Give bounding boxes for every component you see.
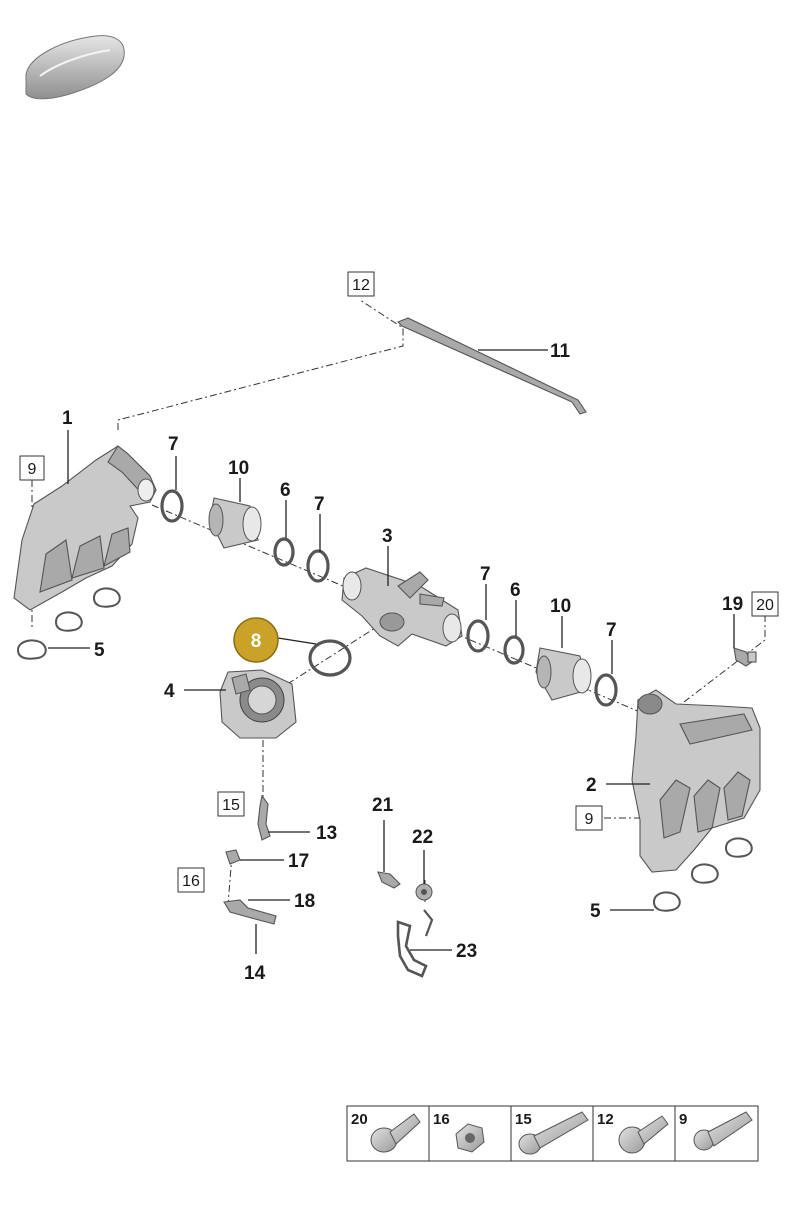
sleeve-10-a — [208, 497, 262, 549]
svg-text:20: 20 — [351, 1111, 368, 1128]
sleeve-10-b — [535, 647, 592, 701]
leader-lines — [48, 349, 735, 954]
gasket-5-right — [652, 837, 753, 912]
svg-text:15: 15 — [222, 797, 240, 814]
fastener-16: 16 — [433, 1111, 485, 1153]
clip-part-17 — [225, 849, 241, 865]
svg-text:20: 20 — [756, 597, 774, 614]
callout-18: 18 — [294, 891, 315, 912]
o-ring-7-b — [306, 549, 330, 583]
sensor-part-21 — [377, 871, 401, 889]
o-ring-7-a — [160, 489, 184, 523]
vehicle-icon — [25, 35, 125, 100]
boxed-ref-20: 20 — [751, 591, 779, 617]
bracket-part-13 — [257, 794, 271, 841]
boxed-ref-9: 9 — [19, 455, 45, 481]
svg-text:16: 16 — [182, 873, 200, 890]
fastener-15: 15 — [515, 1111, 589, 1155]
o-ring-6-a — [273, 537, 295, 567]
o-ring-7-c — [466, 619, 490, 653]
callout-23: 23 — [456, 941, 477, 962]
callout-19: 19 — [722, 594, 743, 615]
svg-text:12: 12 — [597, 1111, 614, 1128]
fastener-9: 9 — [679, 1111, 753, 1151]
callout-labels: 1 7 10 6 7 3 11 7 6 10 7 19 4 5 2 5 13 1… — [62, 341, 743, 984]
svg-text:12: 12 — [352, 277, 370, 294]
callout-7: 7 — [480, 564, 491, 585]
callout-6: 6 — [280, 480, 291, 501]
callout-10: 10 — [228, 458, 249, 479]
highlight-badge[interactable] — [233, 617, 279, 663]
callout-10: 10 — [550, 596, 571, 617]
o-ring-7-d — [594, 673, 618, 707]
sensor-part-19 — [733, 647, 757, 667]
left-intake-manifold — [13, 445, 157, 611]
callout-7: 7 — [314, 494, 325, 515]
callout-2: 2 — [586, 775, 597, 796]
callout-1: 1 — [62, 408, 73, 429]
fastener-12: 12 — [597, 1111, 669, 1154]
callout-5: 5 — [590, 901, 601, 922]
boxed-ref-15: 15 — [217, 791, 245, 817]
callout-13: 13 — [316, 823, 337, 844]
svg-text:9: 9 — [585, 811, 594, 828]
right-intake-manifold — [631, 689, 761, 873]
callout-3: 3 — [382, 526, 393, 547]
callout-11: 11 — [550, 341, 571, 362]
hose-part-14 — [223, 899, 277, 925]
rod-part-11 — [397, 317, 587, 415]
distributor-part-3 — [341, 567, 463, 647]
boxed-references: 12 9 20 15 16 9 — [19, 271, 779, 893]
callout-6: 6 — [510, 580, 521, 601]
boxed-ref-9: 9 — [575, 805, 603, 831]
callout-21: 21 — [372, 795, 394, 816]
svg-text:9: 9 — [28, 461, 37, 478]
fastener-table: 20 16 15 12 9 — [346, 1105, 759, 1162]
svg-text:9: 9 — [679, 1111, 687, 1128]
boxed-ref-16: 16 — [177, 867, 205, 893]
gasket-5-left-a — [16, 587, 121, 660]
callout-7: 7 — [606, 620, 617, 641]
svg-text:15: 15 — [515, 1111, 532, 1128]
boxed-ref-12: 12 — [347, 271, 375, 297]
o-ring-6-b — [503, 635, 525, 665]
callout-8[interactable]: 8 — [251, 631, 262, 652]
callout-14: 14 — [244, 963, 266, 984]
callout-5: 5 — [94, 640, 105, 661]
nut-part-22 — [415, 883, 433, 901]
fastener-20: 20 — [351, 1111, 421, 1153]
callout-4: 4 — [164, 681, 175, 702]
callout-22: 22 — [412, 827, 433, 848]
bracket-part-23 — [396, 909, 434, 978]
o-ring-8 — [308, 639, 352, 677]
callout-17: 17 — [288, 851, 309, 872]
highlighted-callout-8[interactable]: 8 — [233, 617, 279, 663]
svg-text:16: 16 — [433, 1111, 450, 1128]
callout-7: 7 — [168, 434, 179, 455]
throttle-body-part-4 — [219, 669, 297, 739]
